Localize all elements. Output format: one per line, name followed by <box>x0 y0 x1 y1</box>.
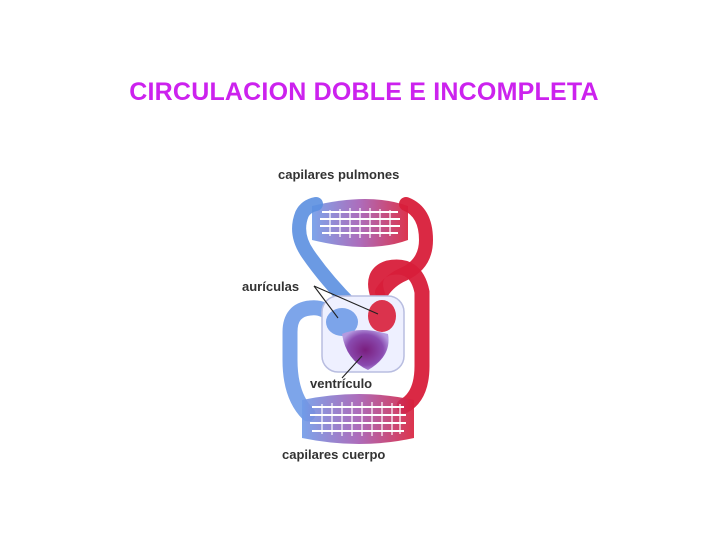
ventricle-chamber <box>342 330 389 370</box>
label-lung-capillaries: capilares pulmones <box>278 167 399 182</box>
label-body-capillaries: capilares cuerpo <box>282 447 385 462</box>
aorta-vessel <box>368 259 430 414</box>
label-ventricle: ventrículo <box>310 376 372 391</box>
right-atrium <box>326 308 358 336</box>
slide-title: CIRCULACION DOBLE E INCOMPLETA <box>129 78 599 106</box>
circulation-diagram: capilares pulmones <box>230 156 460 476</box>
atria-pointer-lines <box>313 285 379 319</box>
pulmonary-artery-vessel <box>292 197 359 313</box>
body-capillary-bed <box>302 394 414 444</box>
lung-capillary-bed <box>312 199 408 247</box>
ventricle-pointer-line <box>341 355 363 379</box>
pulmonary-vein-vessel <box>375 197 434 299</box>
left-atrium <box>368 300 396 332</box>
heart <box>321 295 405 373</box>
circulation-diagram-svg: capilares pulmones <box>242 167 434 462</box>
label-atria: aurículas <box>242 279 299 294</box>
